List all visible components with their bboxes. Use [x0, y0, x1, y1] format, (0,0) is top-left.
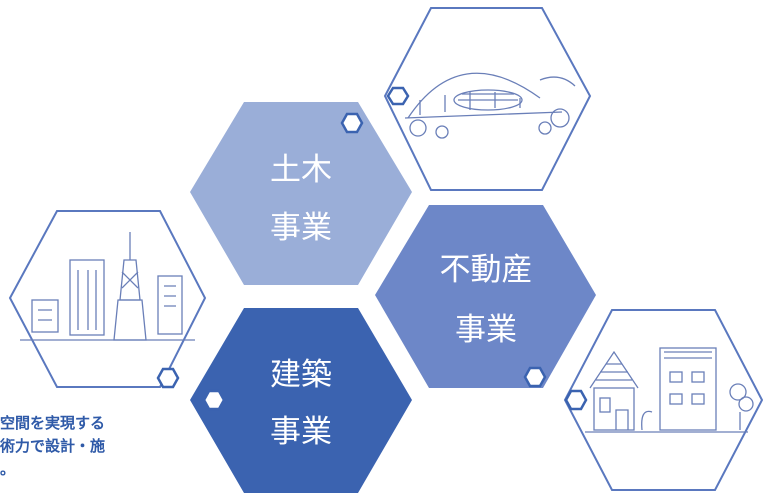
caption-line-2: 術力で設計・施	[0, 437, 106, 455]
civil-engineering-hexagon[interactable]: 土木 事業	[190, 102, 412, 285]
hex-marker-icon	[523, 366, 547, 388]
caption-line-1: 空間を実現する	[0, 414, 106, 432]
civil-label-line1: 土木	[270, 152, 332, 188]
city-tower-sketch-icon	[20, 232, 195, 341]
houses-illustration-hexagon	[563, 309, 763, 491]
architecture-hexagon[interactable]: 建築 事業	[190, 308, 412, 493]
realestate-label-line1: 不動産	[440, 252, 533, 288]
houses-sketch-icon	[585, 347, 754, 433]
city-illustration-hexagon	[8, 210, 207, 389]
hex-marker-icon	[386, 86, 410, 106]
caption-line-3: 。	[0, 460, 16, 478]
architecture-label-line1: 建築	[270, 357, 332, 393]
architecture-label-line2: 事業	[270, 414, 332, 450]
civil-label-line2: 事業	[270, 210, 332, 246]
hex-marker-icon	[340, 112, 364, 134]
bridge-illustration-hexagon	[383, 7, 592, 191]
description-caption: 空間を実現する 術力で設計・施 。	[0, 412, 105, 481]
bridge-sketch-icon	[404, 72, 576, 139]
hex-marker-icon	[564, 389, 588, 411]
realestate-label-line2: 事業	[455, 312, 517, 348]
real-estate-hexagon[interactable]: 不動産 事業	[375, 205, 596, 388]
hex-marker-icon	[202, 389, 226, 411]
hex-marker-icon	[156, 367, 180, 389]
